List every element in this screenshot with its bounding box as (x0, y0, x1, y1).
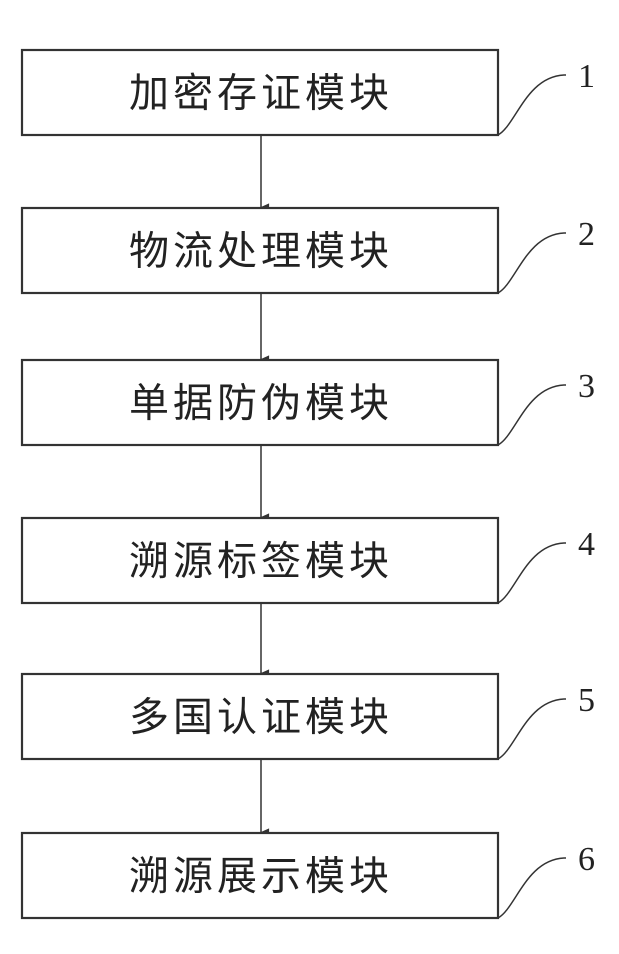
module-box-outline (20, 831, 500, 920)
reference-numeral: 2 (578, 216, 595, 253)
leader-line (497, 698, 566, 760)
reference-numeral: 4 (578, 526, 595, 563)
module-box-3: 单据防伪模块 3 (20, 358, 595, 447)
module-box-outline (20, 672, 500, 761)
module-label: 单据防伪模块 (129, 381, 393, 427)
module-box-5: 多国认证模块 5 (20, 672, 595, 761)
module-box-outline (20, 358, 500, 447)
module-box-outline (20, 516, 500, 605)
module-label: 物流处理模块 (129, 229, 393, 275)
reference-numeral: 5 (578, 682, 595, 719)
leader-line (497, 232, 566, 294)
module-label: 溯源展示模块 (129, 854, 393, 900)
reference-numeral: 3 (578, 368, 595, 405)
reference-numeral: 1 (578, 58, 595, 95)
module-box-outline (20, 206, 500, 295)
module-label: 加密存证模块 (129, 71, 393, 117)
module-box-2: 物流处理模块 2 (20, 206, 595, 295)
module-box-6: 溯源展示模块 6 (20, 831, 595, 920)
leader-line (497, 74, 566, 136)
leader-line (497, 542, 566, 604)
leader-line (497, 384, 566, 446)
module-box-outline (20, 48, 500, 137)
leader-line (497, 857, 566, 919)
module-label: 多国认证模块 (129, 695, 393, 741)
reference-numeral: 6 (578, 841, 595, 878)
module-box-1: 加密存证模块 1 (20, 48, 595, 137)
module-box-4: 溯源标签模块 4 (20, 516, 595, 605)
module-label: 溯源标签模块 (129, 539, 393, 585)
